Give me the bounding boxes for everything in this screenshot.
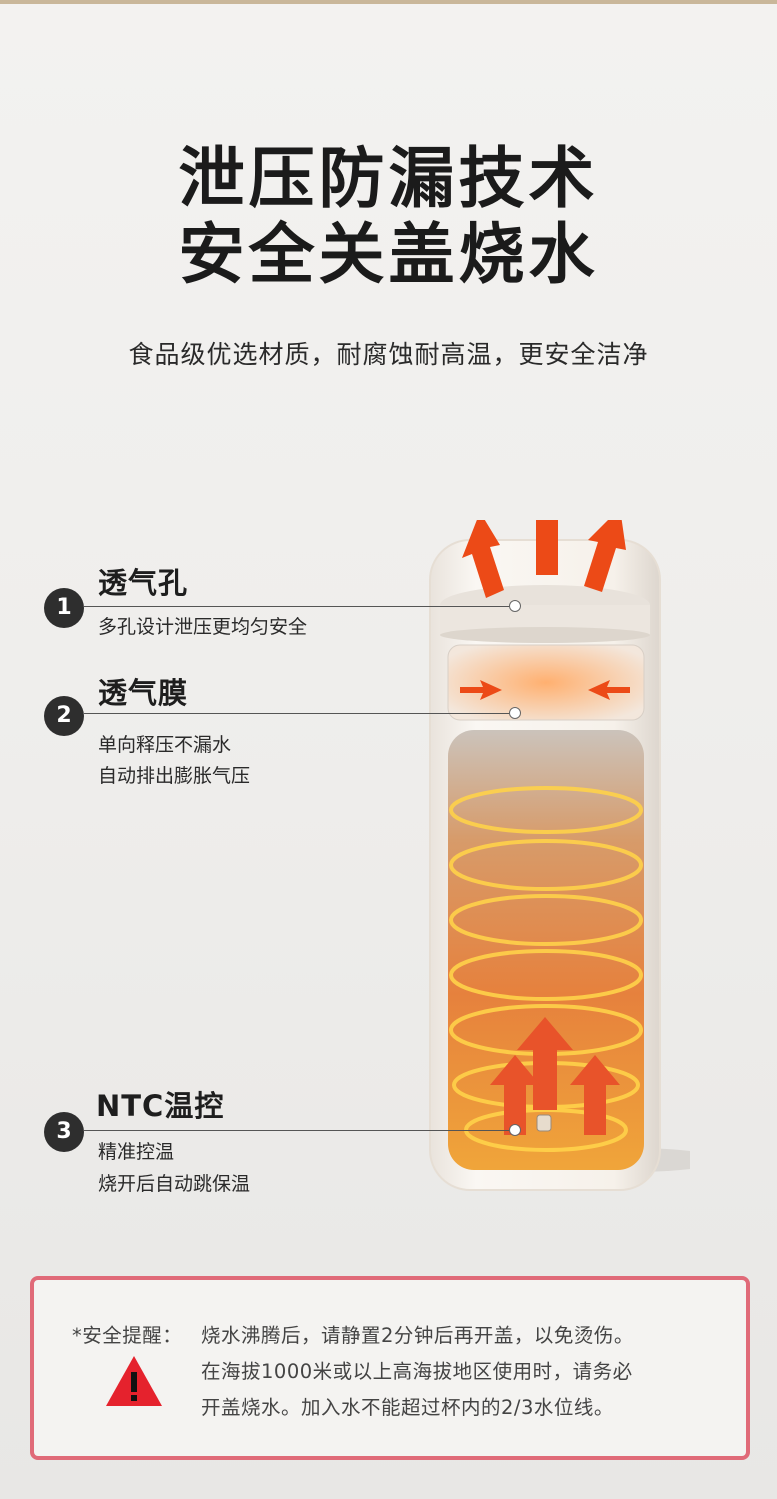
leader-dot	[509, 600, 521, 612]
leader-line	[84, 1130, 514, 1131]
leader-dot	[509, 1124, 521, 1136]
warning-lead: *安全提醒：	[72, 1324, 183, 1347]
leader-line	[84, 606, 514, 607]
warning-line-1: 烧水沸腾后，请静置2分钟后再开盖，以免烫伤。	[201, 1324, 634, 1347]
headline-line-1: 泄压防漏技术	[178, 140, 599, 217]
top-strip	[0, 0, 777, 4]
leader-dot	[509, 707, 521, 719]
feature-breathable-membrane: 2 透气膜 单向释压不漏水 自动排出膨胀气压	[0, 670, 777, 870]
feature-desc-line-2: 烧开后自动跳保温	[98, 1173, 251, 1195]
feature-number-badge: 2	[44, 696, 84, 736]
warning-line-2: 在海拔1000米或以上高海拔地区使用时，请务必	[201, 1360, 633, 1383]
feature-ntc-temp-control: 3 NTC温控 精准控温 烧开后自动跳保温	[0, 1083, 777, 1283]
safety-warning-box: *安全提醒： 烧水沸腾后，请静置2分钟后再开盖，以免烫伤。 在海拔1000米或以…	[30, 1276, 750, 1460]
feature-desc-line-1: 单向释压不漏水	[98, 734, 232, 756]
warning-line-3: 开盖烧水。加入水不能超过杯内的2/3水位线。	[201, 1396, 614, 1419]
feature-number-badge: 1	[44, 588, 84, 628]
feature-vent-hole: 1 透气孔 多孔设计泄压更均匀安全	[0, 560, 777, 760]
feature-desc-line-2: 自动排出膨胀气压	[98, 765, 251, 787]
feature-title: NTC温控	[96, 1089, 225, 1123]
feature-title: 透气孔	[98, 566, 189, 600]
subtitle: 食品级优选材质，耐腐蚀耐高温，更安全洁净	[128, 340, 649, 369]
headline-line-2: 安全关盖烧水	[178, 216, 599, 293]
feature-number-badge: 3	[44, 1112, 84, 1152]
kettle-cup-illustration	[429, 520, 690, 1191]
feature-desc-line-1: 精准控温	[98, 1141, 175, 1163]
warning-triangle-icon	[106, 1356, 162, 1406]
feature-desc-line-1: 多孔设计泄压更均匀安全	[98, 616, 308, 638]
leader-line	[84, 713, 514, 714]
feature-title: 透气膜	[98, 676, 189, 710]
